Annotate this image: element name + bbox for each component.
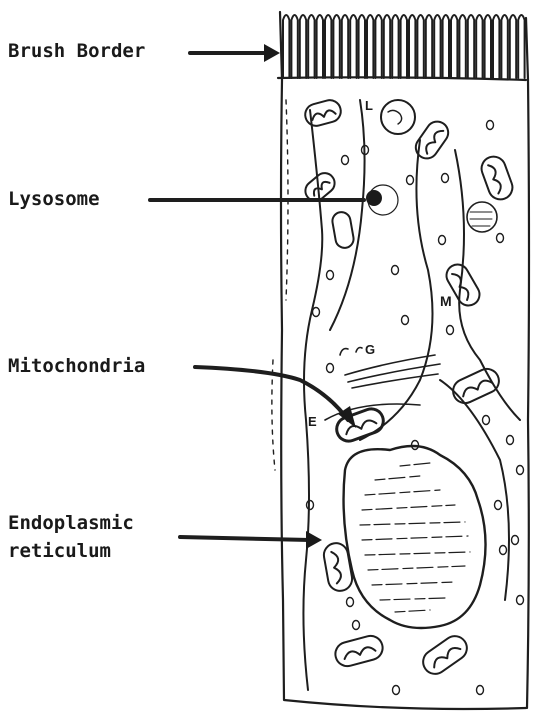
- mitochondrion-5: [331, 211, 355, 250]
- small-vesicle: [495, 501, 502, 510]
- nucleus-outline: [344, 446, 486, 628]
- microvillus: [350, 15, 356, 78]
- chromatin-line: [380, 598, 445, 600]
- cell-right-membrane: [526, 18, 529, 708]
- microvillus: [459, 15, 465, 78]
- microvillus: [342, 15, 348, 78]
- small-vesicle: [517, 596, 524, 605]
- letter-M: M: [440, 293, 452, 309]
- small-vesicle: [342, 156, 349, 165]
- microvillus: [300, 15, 306, 78]
- nucleus-chromatin: [360, 463, 470, 612]
- chromatin-line: [362, 536, 468, 540]
- microvillus: [451, 15, 457, 78]
- arrow-er-line: [180, 537, 310, 540]
- microvillus: [434, 15, 440, 78]
- microvillus: [308, 15, 314, 78]
- small-vesicle: [392, 266, 399, 275]
- microvillus: [317, 15, 323, 78]
- letter-L: L: [365, 98, 373, 113]
- microvillus: [518, 15, 524, 78]
- arrow-brush-border-head: [264, 44, 280, 62]
- microvillus: [493, 15, 499, 78]
- microvillus: [417, 15, 423, 78]
- microvillus: [426, 15, 432, 78]
- chromatin-line: [372, 582, 455, 585]
- microvillus: [510, 15, 516, 78]
- mitochondrion-1: [303, 98, 343, 129]
- microvillus: [443, 15, 449, 78]
- letter-G: G: [365, 342, 375, 357]
- microvillus: [501, 15, 507, 78]
- mitochondrion-9: [333, 633, 386, 669]
- microvillus: [392, 15, 398, 78]
- chromatin-line: [400, 463, 430, 466]
- microvillus: [333, 15, 339, 78]
- mitochondrion-10: [418, 631, 471, 678]
- microvillus: [283, 15, 289, 78]
- small-vesicle: [497, 234, 504, 243]
- small-vesicle: [477, 686, 484, 695]
- left-membrane-dash: [272, 360, 275, 470]
- microvillus: [401, 15, 407, 78]
- er-membrane-mid: [360, 140, 433, 440]
- arrow-er-head: [306, 531, 322, 549]
- microvillus: [359, 15, 365, 78]
- er-membrane-left: [303, 110, 322, 690]
- brush-border-microvilli: [283, 15, 525, 78]
- small-vesicle: [487, 121, 494, 130]
- microvillus: [367, 15, 373, 78]
- vesicle-top: [381, 100, 415, 134]
- small-vesicle: [347, 598, 354, 607]
- small-vesicle: [500, 546, 507, 555]
- microvillus: [325, 15, 331, 78]
- microvillus: [409, 15, 415, 78]
- mitochondrion-8: [322, 541, 354, 592]
- microvillus: [291, 15, 297, 78]
- small-vesicle: [447, 326, 454, 335]
- microvillus: [468, 15, 474, 78]
- chromatin-line: [365, 490, 440, 495]
- small-vesicle: [442, 174, 449, 183]
- leader-arrows: [150, 53, 364, 540]
- chromatin-line: [368, 566, 465, 570]
- small-vesicle: [483, 416, 490, 425]
- small-vesicle: [402, 316, 409, 325]
- chromatin-line: [365, 552, 470, 555]
- small-vesicle: [327, 364, 334, 373]
- chromatin-line: [395, 610, 430, 612]
- small-vesicle: [313, 308, 320, 317]
- vesicle-right-lines: [470, 212, 492, 226]
- vesicle-top-detail: [388, 110, 402, 124]
- microvillus: [375, 15, 381, 78]
- small-vesicle: [517, 466, 524, 475]
- small-vesicle: [327, 271, 334, 280]
- small-vesicle: [407, 176, 414, 185]
- letter-E: E: [308, 414, 317, 429]
- small-vesicle: [353, 621, 360, 630]
- small-vesicle: [439, 236, 446, 245]
- vesicle-right: [467, 202, 497, 232]
- microvillus: [476, 15, 482, 78]
- small-vesicle: [507, 436, 514, 445]
- small-vesicle: [307, 501, 314, 510]
- small-vesicle: [393, 686, 400, 695]
- mitochondrion-3: [478, 153, 516, 203]
- er-membrane-right: [455, 150, 520, 420]
- chromatin-line: [360, 522, 465, 525]
- microvillus: [485, 15, 491, 78]
- arrow-heads: [264, 44, 356, 549]
- chromatin-line: [362, 505, 455, 510]
- chromatin-line: [375, 476, 420, 480]
- microvillus: [384, 15, 390, 78]
- small-vesicle: [512, 536, 519, 545]
